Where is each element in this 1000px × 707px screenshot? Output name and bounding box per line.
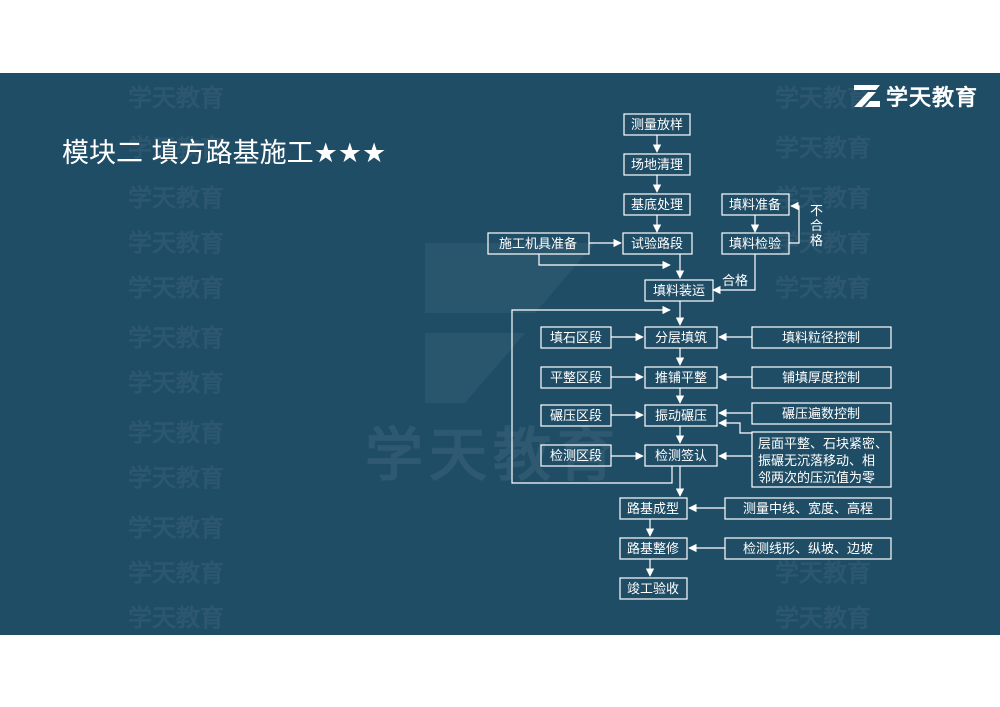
label-fail: 不 合 格 — [810, 204, 823, 249]
control-layer-thickness: 铺填厚度控制 — [751, 366, 892, 389]
slide: 学天教育 学天教育 学天教育 学天教育 学天教育 学天教育 学天教育 学天教育 … — [0, 73, 1000, 635]
label-pass: 合格 — [722, 273, 748, 289]
watermark: 学天教育 — [775, 559, 871, 587]
flow-node-roll: 振动碾压 — [644, 404, 718, 427]
watermark: 学天教育 — [128, 134, 224, 162]
connectors — [511, 135, 800, 577]
control-roll-passes: 碾压遍数控制 — [751, 402, 892, 425]
svg-text:推铺平整: 推铺平整 — [655, 371, 707, 386]
page-title: 模块二 填方路基施工★★★ — [62, 138, 387, 169]
svg-text:施工机具准备: 施工机具准备 — [499, 236, 577, 252]
svg-text:检测线形、纵坡、边坡: 检测线形、纵坡、边坡 — [743, 542, 873, 557]
watermark: 学天教育 — [128, 84, 224, 112]
arrow-ctrl-quality-roll — [718, 418, 752, 434]
svg-text:碾压区段: 碾压区段 — [550, 409, 602, 424]
control-forming-measure: 测量中线、宽度、高程 — [724, 497, 892, 520]
flow-node-machinery: 施工机具准备 — [487, 232, 590, 255]
watermark: 学天教育 — [775, 274, 871, 302]
svg-text:铺填厚度控制: 铺填厚度控制 — [782, 370, 860, 386]
watermark: 学天教育 — [775, 604, 871, 632]
watermark: 学天教育 — [128, 184, 224, 212]
svg-text:场地清理: 场地清理 — [631, 158, 683, 173]
arrow-machinery-transport — [538, 254, 671, 270]
watermark: 学天教育 — [128, 419, 224, 447]
zone-check-section: 检测区段 — [540, 444, 612, 467]
flow-node-fill-prep: 填料准备 — [721, 193, 790, 216]
svg-text:路基整修: 路基整修 — [627, 541, 679, 557]
svg-text:格: 格 — [810, 233, 823, 249]
flow-node-fill-test: 填料检验 — [721, 232, 790, 255]
svg-text:邻两次的压沉值为零: 邻两次的压沉值为零 — [758, 470, 875, 486]
arrow-pass-transport — [712, 254, 756, 295]
watermark: 学天教育 — [128, 559, 224, 587]
svg-text:层面平整、石块紧密、: 层面平整、石块紧密、 — [758, 436, 888, 452]
control-trimming-check: 检测线形、纵坡、边坡 — [724, 537, 892, 560]
svg-text:基底处理: 基底处理 — [631, 197, 683, 213]
svg-text:填料准备: 填料准备 — [729, 197, 781, 213]
flow-node-spread: 推铺平整 — [644, 366, 718, 389]
control-quality-criteria: 层面平整、石块紧密、 振碾无沉落移动、相 邻两次的压沉值为零 — [751, 431, 892, 488]
svg-text:试验路段: 试验路段 — [631, 236, 683, 252]
svg-text:测量放样: 测量放样 — [631, 118, 683, 133]
svg-text:检测签认: 检测签认 — [655, 448, 707, 464]
watermark: 学天教育 — [128, 324, 224, 352]
flow-node-trial: 试验路段 — [622, 232, 693, 255]
watermark: 学天教育 — [128, 464, 224, 492]
svg-text:振碾无沉落移动、相: 振碾无沉落移动、相 — [758, 454, 875, 469]
svg-text:检测区段: 检测区段 — [550, 449, 602, 464]
watermark: 学天教育 — [775, 134, 871, 162]
flow-node-acceptance: 竣工验收 — [619, 577, 688, 600]
logo-text: 学天教育 — [886, 86, 979, 111]
svg-text:填石区段: 填石区段 — [550, 331, 602, 346]
watermark: 学天教育 — [128, 369, 224, 397]
flow-node-base: 基底处理 — [623, 193, 691, 216]
zone-level-section: 平整区段 — [540, 366, 612, 389]
control-particle-size: 填料粒径控制 — [751, 326, 892, 349]
arrow-fail-loop — [789, 201, 800, 244]
brand-logo: 学天教育 — [852, 81, 978, 111]
svg-text:填料粒径控制: 填料粒径控制 — [782, 331, 860, 346]
flow-node-transport: 填料装运 — [644, 279, 714, 302]
svg-text:合: 合 — [810, 219, 823, 234]
arrow-repeat-loop — [511, 305, 673, 484]
zone-roll-section: 碾压区段 — [540, 404, 612, 427]
watermark-large: 学天教育 — [365, 421, 622, 489]
svg-text:分层填筑: 分层填筑 — [655, 330, 707, 346]
flow-node-survey: 测量放样 — [623, 113, 691, 136]
watermark: 学天教育 — [128, 274, 224, 302]
flow-node-forming: 路基成型 — [619, 497, 688, 520]
flow-node-inspect: 检测签认 — [644, 444, 718, 467]
flow-node-trimming: 路基整修 — [619, 537, 688, 560]
svg-text:振动碾压: 振动碾压 — [655, 409, 707, 424]
svg-text:碾压遍数控制: 碾压遍数控制 — [782, 406, 860, 422]
flow-node-clearing: 场地清理 — [623, 153, 691, 176]
svg-text:填料装运: 填料装运 — [653, 284, 705, 299]
watermark: 学天教育 — [128, 514, 224, 542]
watermark: 学天教育 — [128, 604, 224, 632]
watermark-logo-mark — [425, 243, 595, 403]
svg-text:平整区段: 平整区段 — [550, 371, 602, 386]
svg-text:测量中线、宽度、高程: 测量中线、宽度、高程 — [743, 501, 873, 517]
svg-text:不: 不 — [810, 204, 823, 219]
watermark: 学天教育 — [128, 229, 224, 257]
svg-text:路基成型: 路基成型 — [627, 501, 679, 517]
svg-text:填料检验: 填料检验 — [729, 236, 781, 252]
flow-node-layer-fill: 分层填筑 — [644, 326, 718, 349]
logo-icon — [854, 85, 880, 107]
zone-fill-section: 填石区段 — [540, 326, 612, 349]
svg-text:竣工验收: 竣工验收 — [627, 581, 679, 597]
